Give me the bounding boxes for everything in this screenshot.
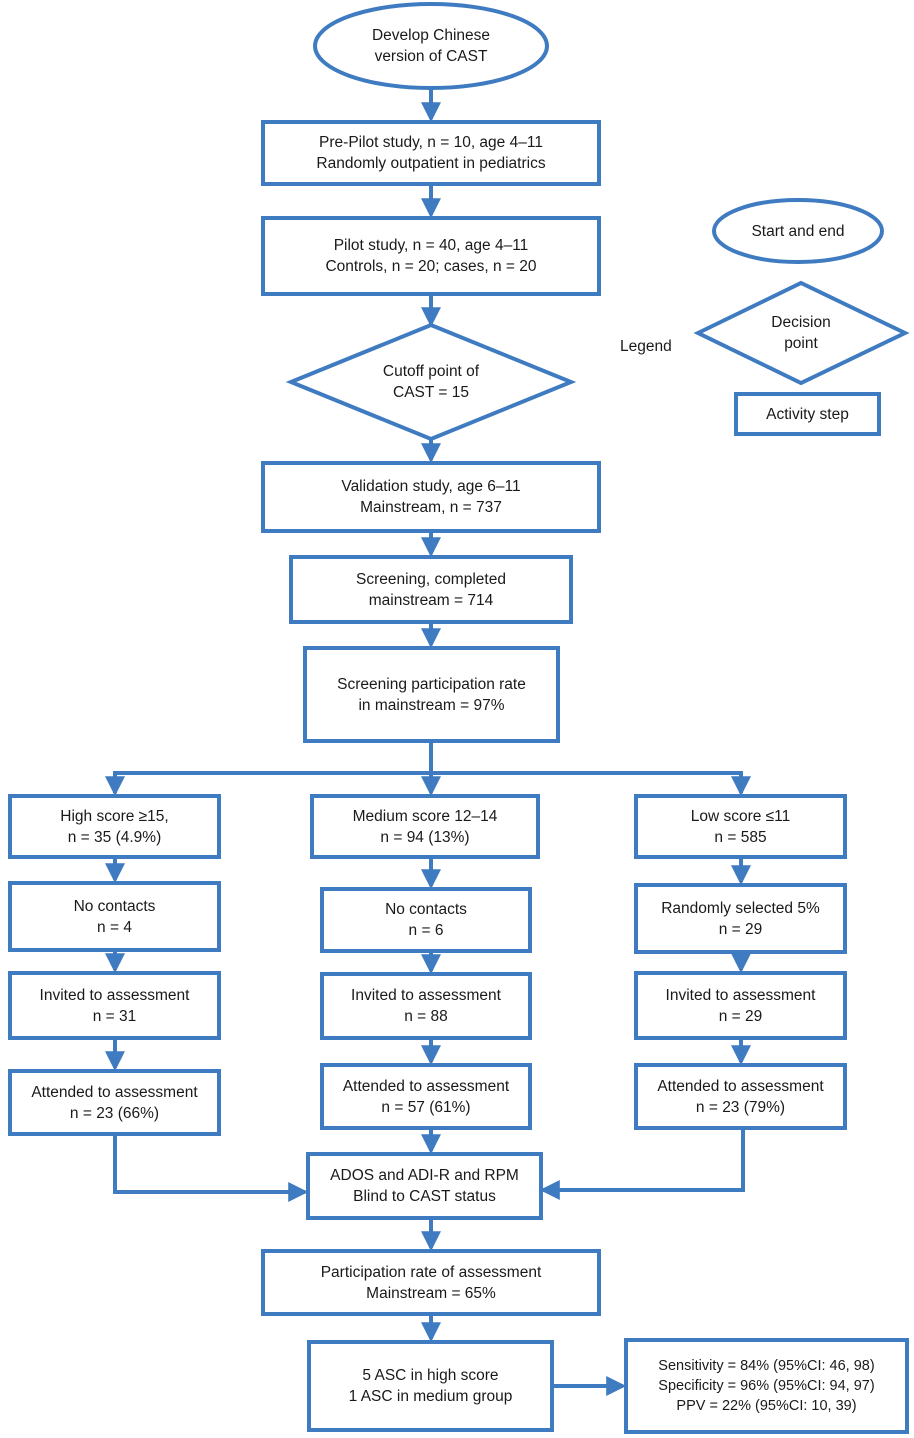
high-invited-line-2: n = 31 xyxy=(92,1007,137,1025)
asc-box: 5 ASC in high score 1 ASC in medium grou… xyxy=(307,1340,554,1432)
medium-score-line-2: n = 94 (13%) xyxy=(380,828,470,846)
low-random-line-2: n = 29 xyxy=(718,920,763,938)
legend-start-end: Start and end xyxy=(714,200,882,262)
participation-line-2: in mainstream = 97% xyxy=(358,696,505,714)
low-attended-box: Attended to assessment n = 23 (79%) xyxy=(634,1063,847,1130)
low-invited-box: Invited to assessment n = 29 xyxy=(634,971,847,1040)
screening-line-1: Screening, completed xyxy=(356,570,506,588)
legend-ellipse xyxy=(712,198,884,264)
cutoff-line-2: CAST = 15 xyxy=(393,384,469,401)
high-attended-line-2: n = 23 (66%) xyxy=(69,1104,160,1122)
arrow-low-ados xyxy=(539,1130,745,1200)
legend-decision: Decision point xyxy=(741,302,861,364)
medium-attended-box: Attended to assessment n = 57 (61%) xyxy=(320,1063,532,1130)
assessment-rate-box: Participation rate of assessment Mainstr… xyxy=(261,1249,601,1316)
stats-ppv: PPV = 22% (95%CI: 10, 39) xyxy=(676,1398,857,1414)
legend-activity-text: Activity step xyxy=(766,405,849,423)
participation-box: Screening participation rate in mainstre… xyxy=(303,646,560,743)
low-attended-line-2: n = 23 (79%) xyxy=(695,1098,786,1116)
medium-nocontact-box: No contacts n = 6 xyxy=(320,887,532,953)
low-score-line-1: Low score ≤11 xyxy=(690,807,791,825)
high-score-line-1: High score ≥15, xyxy=(60,807,169,825)
pilot-line-2: Controls, n = 20; cases, n = 20 xyxy=(325,258,537,275)
legend-decision-line-1: Decision xyxy=(771,314,831,331)
prepilot-line-2: Randomly outpatient in pediatrics xyxy=(316,155,546,172)
medium-invited-box: Invited to assessment n = 88 xyxy=(320,972,532,1040)
medium-nocontact-line-1: No contacts xyxy=(385,901,467,918)
validation-line-2: Mainstream, n = 737 xyxy=(360,499,502,516)
stats-specificity: Specificity = 96% (95%CI: 94, 97) xyxy=(658,1378,875,1394)
low-score-line-2: n = 585 xyxy=(714,828,767,846)
ados-line-2: Blind to CAST status xyxy=(353,1188,496,1205)
validation-box: Validation study, age 6–11 Mainstream, n… xyxy=(261,461,601,533)
medium-attended-line-2: n = 57 (61%) xyxy=(381,1098,471,1116)
medium-score-box: Medium score 12–14 n = 94 (13%) xyxy=(310,794,540,859)
legend-start-end-text: Start and end xyxy=(751,222,845,240)
prepilot-line-1: Pre-Pilot study, n = 10, age 4–11 xyxy=(319,134,543,151)
cutoff-line-1: Cutoff point of xyxy=(382,363,480,380)
low-invited-line-2: n = 29 xyxy=(718,1007,763,1025)
assessment-rate-line-1: Participation rate of assessment xyxy=(320,1263,542,1281)
medium-score-line-1: Medium score 12–14 xyxy=(352,807,498,825)
screening-line-2: mainstream = 714 xyxy=(368,591,494,609)
high-score-line-2: n = 35 (4.9%) xyxy=(67,828,162,846)
start-node: Develop Chinese version of CAST xyxy=(315,4,547,88)
start-line-1: Develop Chinese xyxy=(371,27,491,44)
cutoff-decision: Cutoff point of CAST = 15 xyxy=(331,350,531,414)
legend-label: Legend xyxy=(620,338,672,355)
asc-line-1: 5 ASC in high score xyxy=(362,1367,499,1384)
high-nocontact-line-2: n = 4 xyxy=(97,918,132,936)
high-nocontact-box: No contacts n = 4 xyxy=(8,881,221,952)
medium-invited-line-1: Invited to assessment xyxy=(351,987,501,1004)
low-random-box: Randomly selected 5% n = 29 xyxy=(634,883,847,954)
medium-invited-line-2: n = 88 xyxy=(404,1008,448,1025)
arrow-branch-low xyxy=(431,771,751,797)
ados-box: ADOS and ADI-R and RPM Blind to CAST sta… xyxy=(306,1152,543,1220)
assessment-rate-line-2: Mainstream = 65% xyxy=(366,1284,496,1302)
ados-line-1: ADOS and ADI-R and RPM xyxy=(330,1167,519,1184)
low-score-box: Low score ≤11 n = 585 xyxy=(634,794,847,859)
pilot-box: Pilot study, n = 40, age 4–11 Controls, … xyxy=(261,216,601,296)
high-score-box: High score ≥15, n = 35 (4.9%) xyxy=(8,794,221,859)
legend-decision-line-2: point xyxy=(784,335,818,352)
arrow-branch-high xyxy=(105,771,431,797)
stats-box: Sensitivity = 84% (95%CI: 46, 98) Specif… xyxy=(624,1338,909,1434)
screening-box: Screening, completed mainstream = 714 xyxy=(289,555,573,624)
stats-sensitivity: Sensitivity = 84% (95%CI: 46, 98) xyxy=(658,1358,875,1374)
medium-attended-line-1: Attended to assessment xyxy=(342,1077,510,1095)
medium-nocontact-line-2: n = 6 xyxy=(408,922,444,939)
pilot-line-1: Pilot study, n = 40, age 4–11 xyxy=(333,237,529,254)
arrow-high-ados xyxy=(113,1136,309,1202)
high-attended-line-1: Attended to assessment xyxy=(31,1083,198,1101)
prepilot-box: Pre-Pilot study, n = 10, age 4–11 Random… xyxy=(261,120,601,186)
low-random-line-1: Randomly selected 5% xyxy=(661,899,820,917)
participation-line-1: Screening participation rate xyxy=(337,675,526,693)
legend-activity: Activity step xyxy=(734,392,881,436)
low-attended-line-1: Attended to assessment xyxy=(657,1077,824,1095)
high-nocontact-line-1: No contacts xyxy=(73,897,156,915)
low-invited-line-1: Invited to assessment xyxy=(665,986,816,1004)
high-invited-box: Invited to assessment n = 31 xyxy=(8,971,221,1040)
high-attended-box: Attended to assessment n = 23 (66%) xyxy=(8,1069,221,1136)
start-line-2: version of CAST xyxy=(374,48,488,65)
high-invited-line-1: Invited to assessment xyxy=(39,986,190,1004)
cutoff-diamond xyxy=(285,322,577,442)
asc-line-2: 1 ASC in medium group xyxy=(348,1388,513,1405)
legend-diamond xyxy=(693,280,910,386)
validation-line-1: Validation study, age 6–11 xyxy=(341,478,521,495)
